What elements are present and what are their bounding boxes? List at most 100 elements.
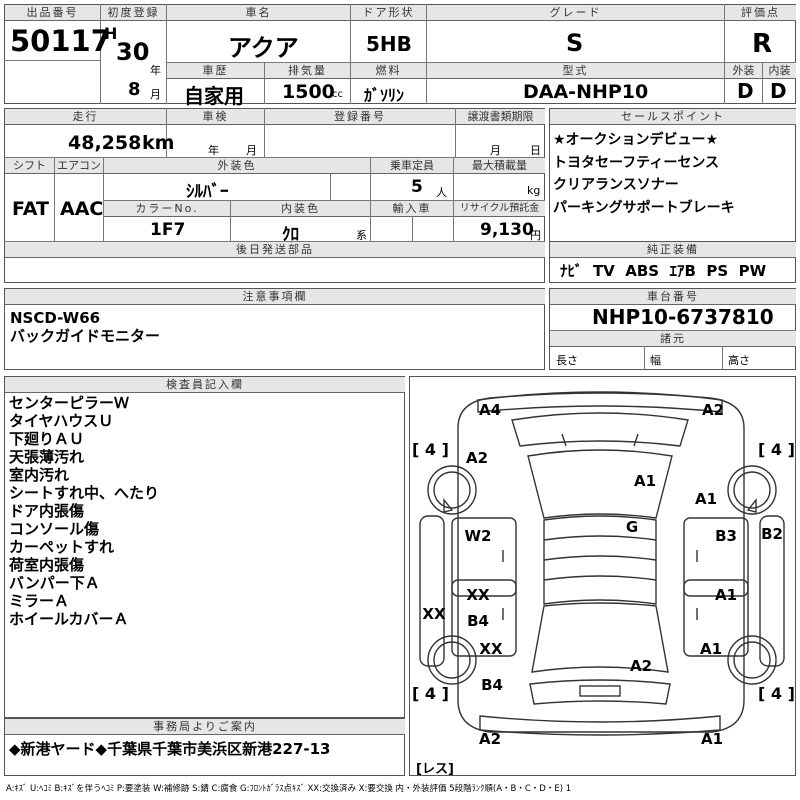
reg-year: 30: [116, 38, 150, 66]
damage-mark-a2: A2: [701, 401, 725, 419]
ac-label: エアコン: [55, 158, 103, 174]
roof: [543, 515, 657, 605]
right-front-door: [683, 517, 749, 597]
displacement-label: 排気量: [265, 63, 350, 79]
exterior-score: D: [737, 79, 754, 103]
damage-mark-g: G: [625, 518, 639, 536]
era-letter: H: [104, 24, 118, 43]
later-parts-label: 後日発送部品: [5, 242, 545, 258]
damage-mark-a2: A2: [478, 730, 502, 748]
mileage: 48,258: [68, 132, 142, 154]
spec-height: 高さ: [728, 354, 750, 367]
fuel-label: 燃料: [351, 63, 426, 79]
left-front-door: [451, 517, 517, 597]
wheel-rear-right: [727, 635, 777, 685]
mileage-unit: km: [142, 132, 175, 154]
spare-tire-note: [レス]: [416, 762, 454, 777]
car-name-label: 車名: [167, 5, 350, 21]
transfer-label: 譲渡書類期限: [456, 109, 545, 125]
score-label: 評価点: [725, 5, 796, 21]
registration-label: 初度登録: [101, 5, 166, 21]
damage-mark-a1: A1: [700, 730, 724, 748]
inspection-month-unit: 月: [246, 144, 257, 157]
lot-number: 50117: [10, 24, 111, 58]
reg-month: 8: [128, 79, 141, 100]
mileage-label: 走行: [5, 109, 166, 125]
selling-points-block: [549, 108, 796, 242]
recycle-fee: 9,130: [480, 220, 534, 240]
recycle-label: リサイクル預託金: [454, 201, 545, 217]
front-bumper: [477, 391, 723, 413]
ac-type: AAC: [60, 198, 104, 220]
color-number: 1F7: [150, 220, 186, 240]
equipment-list: ﾅﾋﾞ TV ABS ｴｱB PS PW: [560, 262, 767, 280]
legend: A:ｷｽﾞ U:ﾍｺﾐ B:ｷｽﾞを伴うﾍｺﾐ P:要塗装 W:補修跡 S:錆 …: [6, 784, 572, 794]
left-side-panel: [419, 515, 445, 667]
capacity: 5: [411, 177, 423, 197]
tire-rear-left: [ 4 ]: [412, 684, 449, 703]
capacity-label: 乗車定員: [371, 158, 453, 174]
color-no-label: カラーNo.: [104, 201, 230, 217]
lot-label: 出品番号: [5, 5, 100, 21]
office-label: 事務局よりご案内: [5, 719, 405, 735]
hood: [511, 412, 689, 447]
car-name: アクア: [228, 34, 299, 62]
capacity-unit: 人: [436, 186, 447, 199]
damage-mark-xx: XX: [422, 605, 446, 623]
trunk: [529, 679, 671, 705]
fuel-type: ｶﾞｿﾘﾝ: [364, 86, 405, 105]
damage-mark-a2: A2: [629, 657, 653, 675]
right-rear-door: [683, 579, 749, 657]
inspector-label: 検査員記入欄: [5, 377, 405, 393]
right-side-panel: [759, 515, 785, 667]
damage-mark-xx: XX: [466, 586, 490, 604]
inspector-notes: センターピラーＷ タイヤハウスＵ 下廻りＡＵ 天張薄汚れ 室内汚れ シートすれ中…: [9, 394, 160, 628]
chassis-label: 車台番号: [550, 289, 796, 305]
inspection-label: 車検: [167, 109, 264, 125]
rear-bumper: [479, 715, 721, 736]
damage-mark-xx: XX: [479, 640, 503, 658]
year-unit: 年: [150, 64, 161, 77]
notes-text: NSCD-W66 バックガイドモニター: [10, 309, 161, 345]
ext-label: 外装: [725, 63, 762, 79]
damage-mark-a2: A2: [465, 449, 489, 467]
damage-mark-a1: A1: [714, 586, 738, 604]
load-unit: kg: [527, 184, 541, 197]
spec-length: 長さ: [556, 354, 578, 367]
recycle-unit: 円: [530, 229, 541, 242]
load-label: 最大積載量: [454, 158, 545, 174]
inspection-year-unit: 年: [208, 144, 219, 157]
windshield: [527, 449, 673, 519]
shift-label: シフト: [5, 158, 54, 174]
damage-mark-b4: B4: [467, 612, 489, 630]
body-color: ｼﾙﾊﾞｰ: [186, 182, 229, 202]
body-outline: [457, 392, 745, 733]
int-label: 内装: [763, 63, 796, 79]
door-label: ドア形状: [351, 5, 426, 21]
plate-label: 登録番号: [265, 109, 455, 125]
damage-mark-b4: B4: [481, 676, 503, 694]
office-text: ◆新港ヤード◆千葉県千葉市美浜区新港227-13: [9, 740, 331, 758]
spec-width: 幅: [650, 354, 661, 367]
interior-color-unit: 系: [356, 229, 367, 242]
inspector-block: [4, 376, 405, 718]
grade-label: グレード: [427, 5, 724, 21]
damage-mark-a4: A4: [478, 401, 502, 419]
specs-label: 諸元: [550, 330, 796, 347]
chassis-number: NHP10-6737810: [592, 305, 774, 329]
wheel-front-left: [427, 465, 477, 515]
displacement: 1500: [282, 81, 335, 103]
shift-type: FAT: [12, 198, 49, 220]
damage-mark-a1: A1: [699, 640, 723, 658]
left-rear-door: [451, 579, 517, 657]
rear-window: [531, 602, 669, 673]
transfer-month-unit: 月: [490, 144, 501, 157]
notes-label: 注意事項欄: [5, 289, 545, 305]
model-code: DAA-NHP10: [523, 81, 649, 103]
interior-color-label: 内装色: [231, 201, 370, 217]
damage-mark-b3: B3: [715, 527, 737, 545]
selling-points-text: ★オークションデビュー★ トヨタセーフティーセンス クリアランスソナー パーキン…: [553, 132, 735, 216]
damage-mark-b2: B2: [761, 525, 783, 543]
car-history: 自家用: [184, 84, 244, 108]
